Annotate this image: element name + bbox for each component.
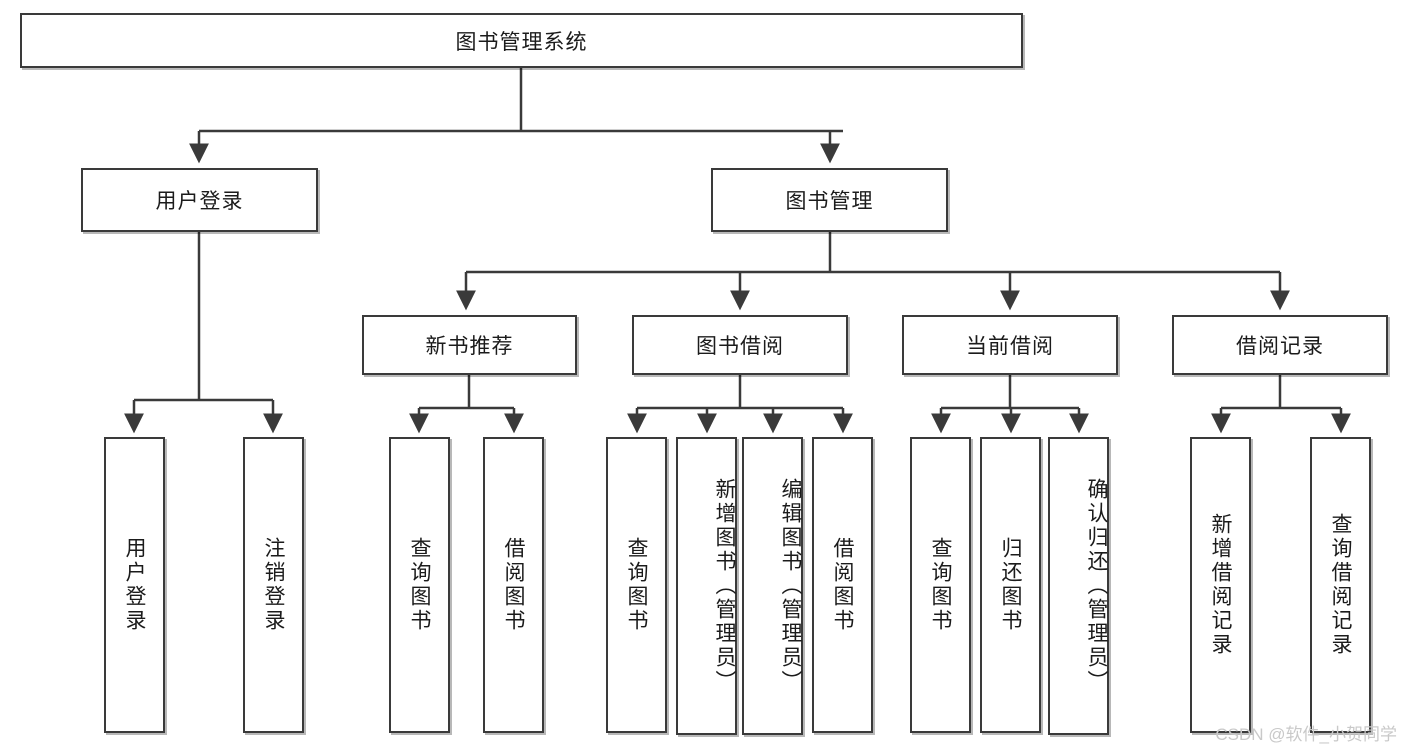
node-borrow-record[interactable]: 借阅记录 (1172, 315, 1388, 375)
node-book-borrow[interactable]: 图书借阅 (632, 315, 848, 375)
node-current-borrow[interactable]: 当前借阅 (902, 315, 1118, 375)
node-new-book-recommend[interactable]: 新书推荐 (362, 315, 577, 375)
node-user-login[interactable]: 用户登录 (81, 168, 318, 232)
leaf-edit-book-admin[interactable]: 编辑图书（管理员） (742, 437, 803, 735)
leaf-borrow-book-recommend[interactable]: 借阅图书 (483, 437, 544, 733)
leaf-borrow-book-borrow[interactable]: 借阅图书 (812, 437, 873, 733)
leaf-query-book-current[interactable]: 查询图书 (910, 437, 971, 733)
leaf-user-login[interactable]: 用户登录 (104, 437, 165, 733)
leaf-add-book-admin[interactable]: 新增图书（管理员） (676, 437, 737, 735)
leaf-return-book[interactable]: 归还图书 (980, 437, 1041, 733)
leaf-add-borrow-record[interactable]: 新增借阅记录 (1190, 437, 1251, 733)
leaf-query-book-borrow[interactable]: 查询图书 (606, 437, 667, 733)
node-book-management[interactable]: 图书管理 (711, 168, 948, 232)
csdn-watermark: CSDN @软件_小贺同学 (1215, 725, 1397, 744)
leaf-query-book-recommend[interactable]: 查询图书 (389, 437, 450, 733)
leaf-logout-login[interactable]: 注销登录 (243, 437, 304, 733)
leaf-query-borrow-record[interactable]: 查询借阅记录 (1310, 437, 1371, 733)
leaf-confirm-return-admin[interactable]: 确认归还（管理员） (1048, 437, 1109, 735)
node-root-library-system[interactable]: 图书管理系统 (20, 13, 1023, 68)
